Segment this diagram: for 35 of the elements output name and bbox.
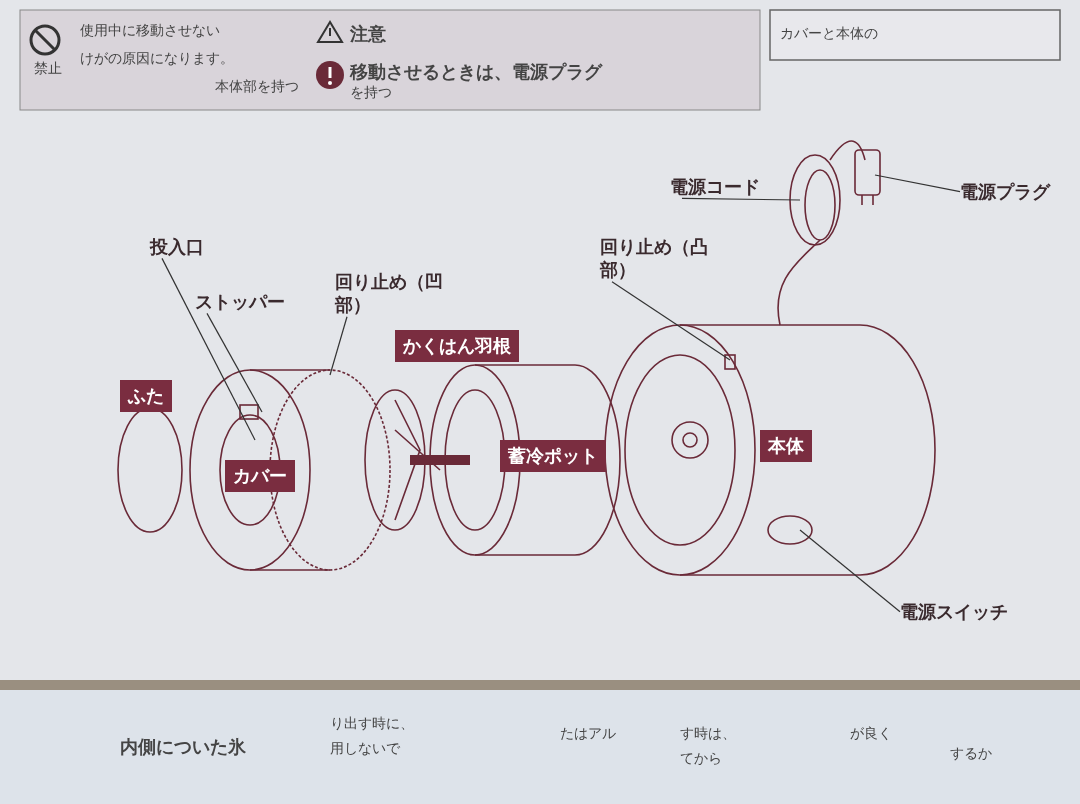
- section-heading: カバーと本体の: [780, 25, 878, 43]
- leader-line: [206, 312, 263, 413]
- leader-line: [874, 174, 961, 193]
- part-name-tag: カバー: [225, 460, 295, 492]
- warning-note: けがの原因になります。: [80, 50, 234, 68]
- warning-text: 使用中に移動させない: [80, 22, 220, 40]
- part-label: ストッパー: [195, 290, 305, 314]
- part-label: 電源スイッチ: [900, 600, 1010, 624]
- part-label: 回り止め（凸部）: [600, 235, 710, 282]
- part-name-tag: かくはん羽根: [395, 330, 519, 362]
- part-label: 回り止め（凹部）: [335, 270, 445, 317]
- leader-line: [799, 529, 901, 613]
- part-name-tag: 蓄冷ポット: [500, 440, 606, 472]
- part-label: 投入口: [150, 235, 260, 259]
- text-fragment: 内側についた氷: [120, 735, 246, 759]
- text-fragment: 用しないで: [330, 740, 400, 758]
- prohibition-label: 禁止: [34, 60, 62, 78]
- part-label: 電源コード: [670, 175, 780, 199]
- leader-line: [611, 281, 731, 361]
- caution-heading: 注意: [350, 22, 386, 46]
- caution-text: を持つ: [350, 84, 392, 102]
- text-fragment: てから: [680, 750, 722, 768]
- part-label: 電源プラグ: [960, 180, 1070, 204]
- text-fragment: す時は、: [680, 725, 736, 743]
- leader-line: [161, 257, 256, 441]
- text-fragment: たはアル: [560, 725, 616, 743]
- part-name-tag: 本体: [760, 430, 812, 462]
- instruction-note: 本体部を持つ: [215, 78, 299, 96]
- leader-line: [681, 197, 801, 201]
- text-fragment: が良く: [850, 725, 892, 743]
- text-fragment: するか: [950, 745, 992, 763]
- caution-text: 移動させるときは、電源プラグ: [350, 60, 602, 84]
- leader-line: [329, 316, 348, 376]
- part-name-tag: ふた: [120, 380, 172, 412]
- text-fragment: り出す時に、: [330, 715, 414, 733]
